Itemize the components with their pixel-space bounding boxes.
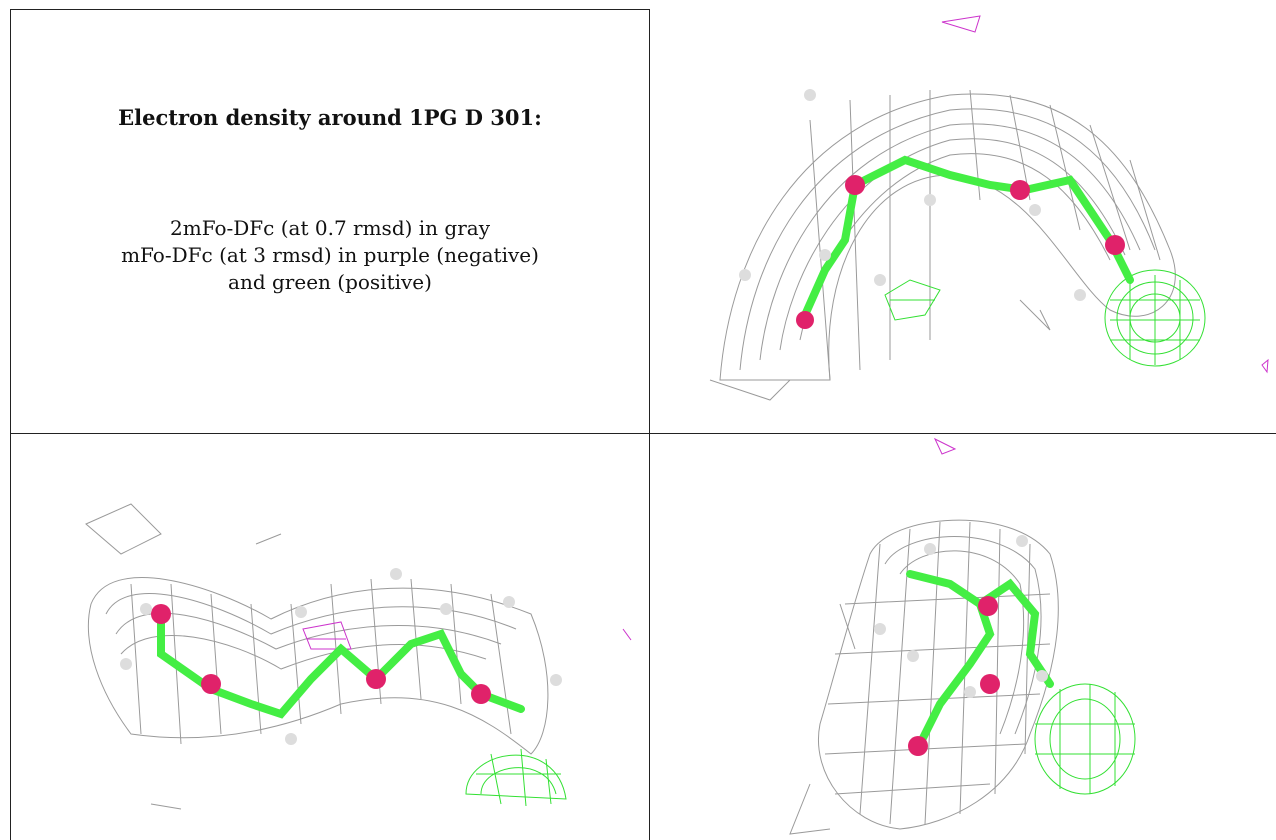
oxygen-atom <box>845 175 865 195</box>
density-view-1 <box>650 0 1276 433</box>
hydrogen-atom <box>874 274 886 286</box>
table-divider-horizontal <box>10 433 1276 434</box>
oxygen-atom <box>796 311 814 329</box>
hydrogen-atom <box>1074 289 1086 301</box>
table-divider-vertical <box>649 9 650 840</box>
green-positive-mesh <box>465 748 567 807</box>
caption-cell: Electron density around 1PG D 301: 2mFo-… <box>11 10 649 433</box>
oxygen-atom <box>980 674 1000 694</box>
hydrogen-atom <box>739 269 751 281</box>
hydrogen-atom <box>503 596 515 608</box>
ligand-model <box>874 535 1054 756</box>
hydrogen-atom <box>874 623 886 635</box>
table-border-left <box>10 9 11 840</box>
density-view-3 <box>650 434 1276 840</box>
caption-line-3: and green (positive) <box>228 270 432 294</box>
purple-negative-mesh <box>941 15 1269 374</box>
ligand-model <box>120 568 562 745</box>
hydrogen-atom <box>440 603 452 615</box>
oxygen-atom <box>201 674 221 694</box>
hydrogen-atom <box>819 249 831 261</box>
purple-negative-mesh <box>302 621 632 650</box>
hydrogen-atom <box>1036 670 1048 682</box>
oxygen-atom <box>1105 235 1125 255</box>
oxygen-atom <box>471 684 491 704</box>
hydrogen-atom <box>907 650 919 662</box>
hydrogen-atom <box>550 674 562 686</box>
gray-mesh <box>789 519 1059 835</box>
oxygen-atom <box>366 669 386 689</box>
density-view-1-image <box>709 15 1269 401</box>
hydrogen-atom <box>924 194 936 206</box>
oxygen-atom <box>908 736 928 756</box>
hydrogen-atom <box>140 603 152 615</box>
hydrogen-atom <box>285 733 297 745</box>
hydrogen-atom <box>964 686 976 698</box>
oxygen-atom <box>1010 180 1030 200</box>
caption-line-2: mFo-DFc (at 3 rmsd) in purple (negative) <box>121 243 539 267</box>
density-view-2-image <box>85 503 632 810</box>
density-view-2 <box>11 434 649 840</box>
hydrogen-atom <box>390 568 402 580</box>
hydrogen-atom <box>295 606 307 618</box>
hydrogen-atom <box>804 89 816 101</box>
caption-description: 2mFo-DFc (at 0.7 rmsd) in gray mFo-DFc (… <box>11 215 649 296</box>
density-view-3-image <box>789 437 1136 835</box>
gray-mesh <box>85 503 549 810</box>
table-border-top <box>10 9 650 10</box>
hydrogen-atom <box>1029 204 1041 216</box>
caption-line-1: 2mFo-DFc (at 0.7 rmsd) in gray <box>170 216 490 240</box>
hydrogen-atom <box>1016 535 1028 547</box>
caption-title: Electron density around 1PG D 301: <box>118 105 542 130</box>
green-positive-mesh <box>1034 683 1136 795</box>
oxygen-atom <box>151 604 171 624</box>
oxygen-atom <box>978 596 998 616</box>
green-positive-mesh <box>884 269 1206 367</box>
hydrogen-atom <box>924 543 936 555</box>
ligand-model <box>739 89 1134 329</box>
purple-negative-mesh <box>933 437 957 455</box>
hydrogen-atom <box>120 658 132 670</box>
